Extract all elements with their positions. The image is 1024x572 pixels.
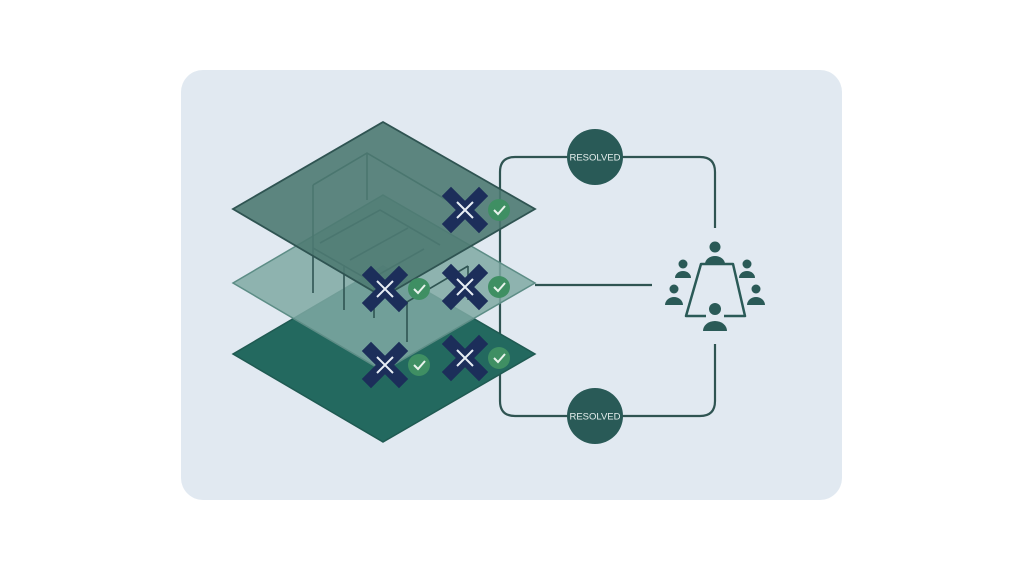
resolved-check-icon bbox=[488, 347, 510, 369]
conflict-x-icon bbox=[361, 341, 409, 389]
conflict-x-icon bbox=[361, 265, 409, 313]
resolved-label-top: RESOLVED bbox=[569, 153, 620, 164]
resolved-label-bottom: RESOLVED bbox=[569, 412, 620, 423]
conflict-x-icon bbox=[441, 263, 489, 311]
resolved-check-icon bbox=[408, 354, 430, 376]
resolved-check-icon bbox=[488, 276, 510, 298]
resolved-node-bottom: RESOLVED bbox=[567, 388, 623, 444]
conflict-x-icon bbox=[441, 334, 489, 382]
conflict-x-icon bbox=[441, 186, 489, 234]
meeting-team-icon bbox=[665, 241, 765, 331]
resolved-check-icon bbox=[408, 278, 430, 300]
resolved-check-icon bbox=[488, 199, 510, 221]
conflict-marks bbox=[361, 186, 510, 389]
resolved-node-top: RESOLVED bbox=[567, 129, 623, 185]
